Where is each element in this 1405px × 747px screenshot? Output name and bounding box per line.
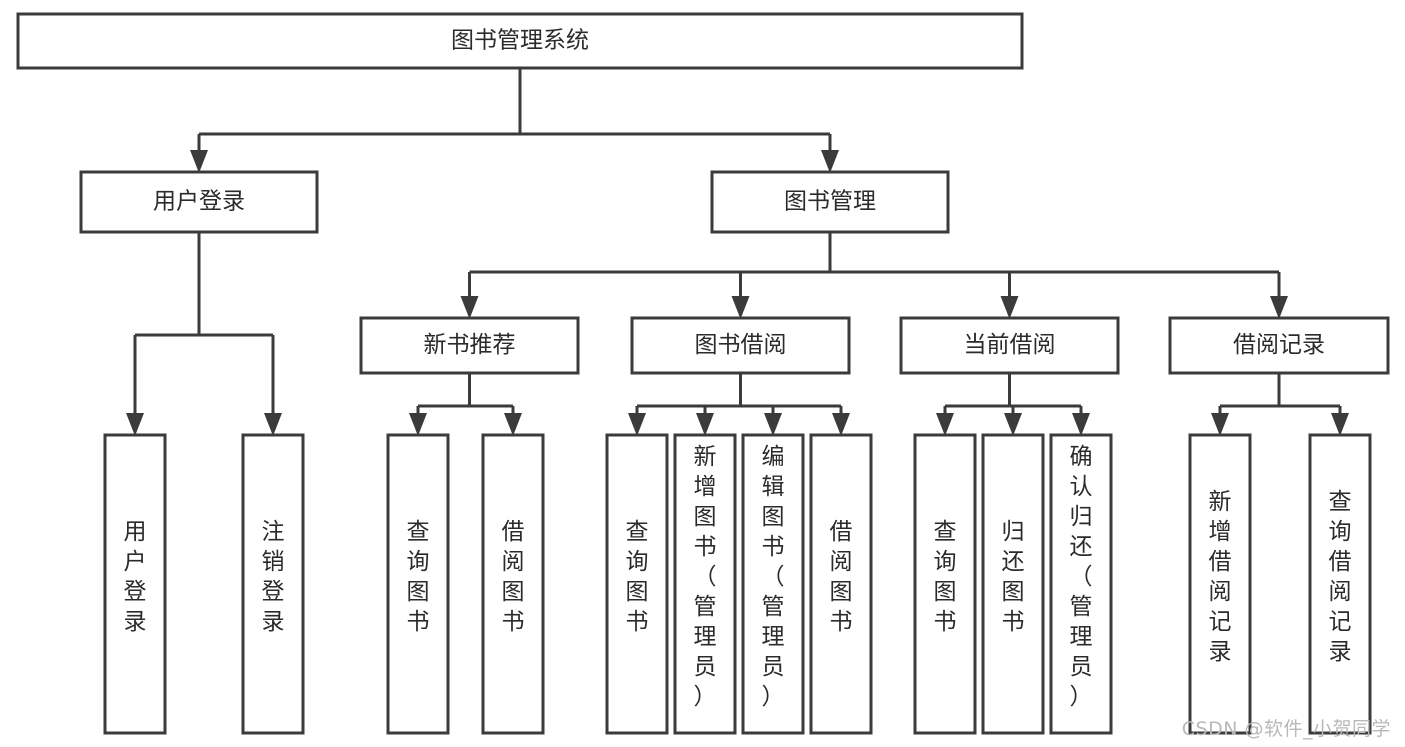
node-leaf-add-borrow-record[interactable]: 新增借阅记录 — [1188, 433, 1252, 735]
node-leaf-confirm-return-admin[interactable]: 确认归还（管理员） — [1049, 433, 1113, 735]
node-label-leaf-confirm-return-admin: 确认归还（管理员） — [1070, 444, 1093, 710]
node-label-book-manage: 图书管理 — [784, 189, 876, 215]
node-box-current-borrow — [899, 316, 1120, 375]
node-book-borrow[interactable]: 图书借阅 — [630, 316, 851, 375]
node-box-root — [16, 12, 1024, 70]
connector-recommend-to-leaves — [409, 373, 522, 436]
node-box-leaf-logout — [241, 433, 305, 735]
node-box-leaf-user-login — [103, 433, 167, 735]
node-box-leaf-query-book-current — [913, 433, 977, 735]
node-box-leaf-edit-book-admin — [741, 433, 805, 735]
node-label-leaf-query-book-borrow: 查询图书 — [626, 519, 649, 635]
arrow-head-icon — [126, 413, 144, 436]
node-box-user-login — [79, 170, 319, 234]
connector-bookmanage-to-level3 — [460, 232, 1288, 319]
arrow-head-icon — [1004, 413, 1022, 436]
arrow-head-icon — [696, 413, 714, 436]
connector-userlogin-to-leaves — [126, 232, 282, 436]
node-label-new-book-recommend: 新书推荐 — [424, 332, 516, 358]
arrow-head-icon — [1270, 296, 1288, 319]
arrow-head-icon — [460, 296, 479, 319]
node-book-manage[interactable]: 图书管理 — [710, 170, 950, 234]
node-box-book-manage — [710, 170, 950, 234]
node-label-leaf-borrow-book-rec: 借阅图书 — [502, 519, 525, 635]
node-label-leaf-add-book-admin: 新增图书（管理员） — [694, 444, 717, 710]
arrow-head-icon — [1000, 296, 1019, 319]
node-user-login[interactable]: 用户登录 — [79, 170, 319, 234]
node-box-leaf-borrow-book — [809, 433, 873, 735]
node-leaf-borrow-book[interactable]: 借阅图书 — [809, 433, 873, 735]
node-box-book-borrow — [630, 316, 851, 375]
arrow-head-icon — [821, 150, 839, 173]
node-box-leaf-query-borrow-record — [1308, 433, 1372, 735]
arrow-head-icon — [764, 413, 782, 436]
arrow-head-icon — [832, 413, 850, 436]
node-leaf-query-borrow-record[interactable]: 查询借阅记录 — [1308, 433, 1372, 735]
node-label-leaf-return-book: 归还图书 — [1002, 519, 1025, 635]
node-label-leaf-query-book-rec: 查询图书 — [407, 519, 430, 635]
node-borrow-record[interactable]: 借阅记录 — [1168, 316, 1390, 375]
node-layer: 图书管理系统用户登录图书管理新书推荐图书借阅当前借阅借阅记录用户登录注销登录查询… — [16, 12, 1390, 735]
node-box-borrow-record — [1168, 316, 1390, 375]
node-leaf-query-book-current[interactable]: 查询图书 — [913, 433, 977, 735]
arrow-head-icon — [190, 150, 208, 173]
node-label-book-borrow: 图书借阅 — [695, 332, 787, 358]
node-box-leaf-return-book — [981, 433, 1045, 735]
connector-record-to-leaves — [1211, 373, 1349, 436]
node-label-leaf-add-borrow-record: 新增借阅记录 — [1209, 489, 1232, 665]
node-leaf-query-book-borrow[interactable]: 查询图书 — [605, 433, 669, 735]
arrow-head-icon — [1211, 413, 1229, 436]
arrow-head-icon — [504, 413, 522, 436]
arrow-head-icon — [1331, 413, 1349, 436]
node-box-new-book-recommend — [359, 316, 580, 375]
node-box-leaf-query-book-rec — [386, 433, 450, 735]
node-label-root: 图书管理系统 — [451, 28, 589, 54]
node-label-leaf-edit-book-admin: 编辑图书（管理员） — [762, 444, 785, 710]
node-leaf-user-login[interactable]: 用户登录 — [103, 433, 167, 735]
node-leaf-edit-book-admin[interactable]: 编辑图书（管理员） — [741, 433, 805, 735]
arrow-head-icon — [628, 413, 646, 436]
node-label-user-login: 用户登录 — [153, 189, 245, 215]
node-root[interactable]: 图书管理系统 — [16, 12, 1024, 70]
connector-root-to-level2 — [190, 68, 839, 173]
arrow-head-icon — [1072, 413, 1090, 436]
node-label-leaf-logout: 注销登录 — [262, 519, 285, 635]
node-leaf-logout[interactable]: 注销登录 — [241, 433, 305, 735]
node-current-borrow[interactable]: 当前借阅 — [899, 316, 1120, 375]
node-leaf-borrow-book-rec[interactable]: 借阅图书 — [481, 433, 545, 735]
node-box-leaf-borrow-book-rec — [481, 433, 545, 735]
node-leaf-return-book[interactable]: 归还图书 — [981, 433, 1045, 735]
node-label-current-borrow: 当前借阅 — [964, 332, 1056, 358]
connector-layer — [126, 68, 1349, 436]
connector-current-to-leaves — [936, 373, 1090, 436]
node-leaf-add-book-admin[interactable]: 新增图书（管理员） — [673, 433, 737, 735]
arrow-head-icon — [731, 296, 750, 319]
node-box-leaf-add-book-admin — [673, 433, 737, 735]
node-label-leaf-query-book-current: 查询图书 — [934, 519, 957, 635]
node-leaf-query-book-rec[interactable]: 查询图书 — [386, 433, 450, 735]
arrow-head-icon — [409, 413, 427, 436]
node-label-borrow-record: 借阅记录 — [1233, 332, 1325, 358]
connector-borrow-to-leaves — [628, 373, 850, 436]
node-new-book-recommend[interactable]: 新书推荐 — [359, 316, 580, 375]
node-label-leaf-query-borrow-record: 查询借阅记录 — [1329, 489, 1352, 665]
node-box-leaf-confirm-return-admin — [1049, 433, 1113, 735]
node-box-leaf-add-borrow-record — [1188, 433, 1252, 735]
node-label-leaf-user-login: 用户登录 — [124, 519, 147, 635]
node-box-leaf-query-book-borrow — [605, 433, 669, 735]
arrow-head-icon — [936, 413, 954, 436]
arrow-head-icon — [264, 413, 282, 436]
node-label-leaf-borrow-book: 借阅图书 — [830, 519, 853, 635]
